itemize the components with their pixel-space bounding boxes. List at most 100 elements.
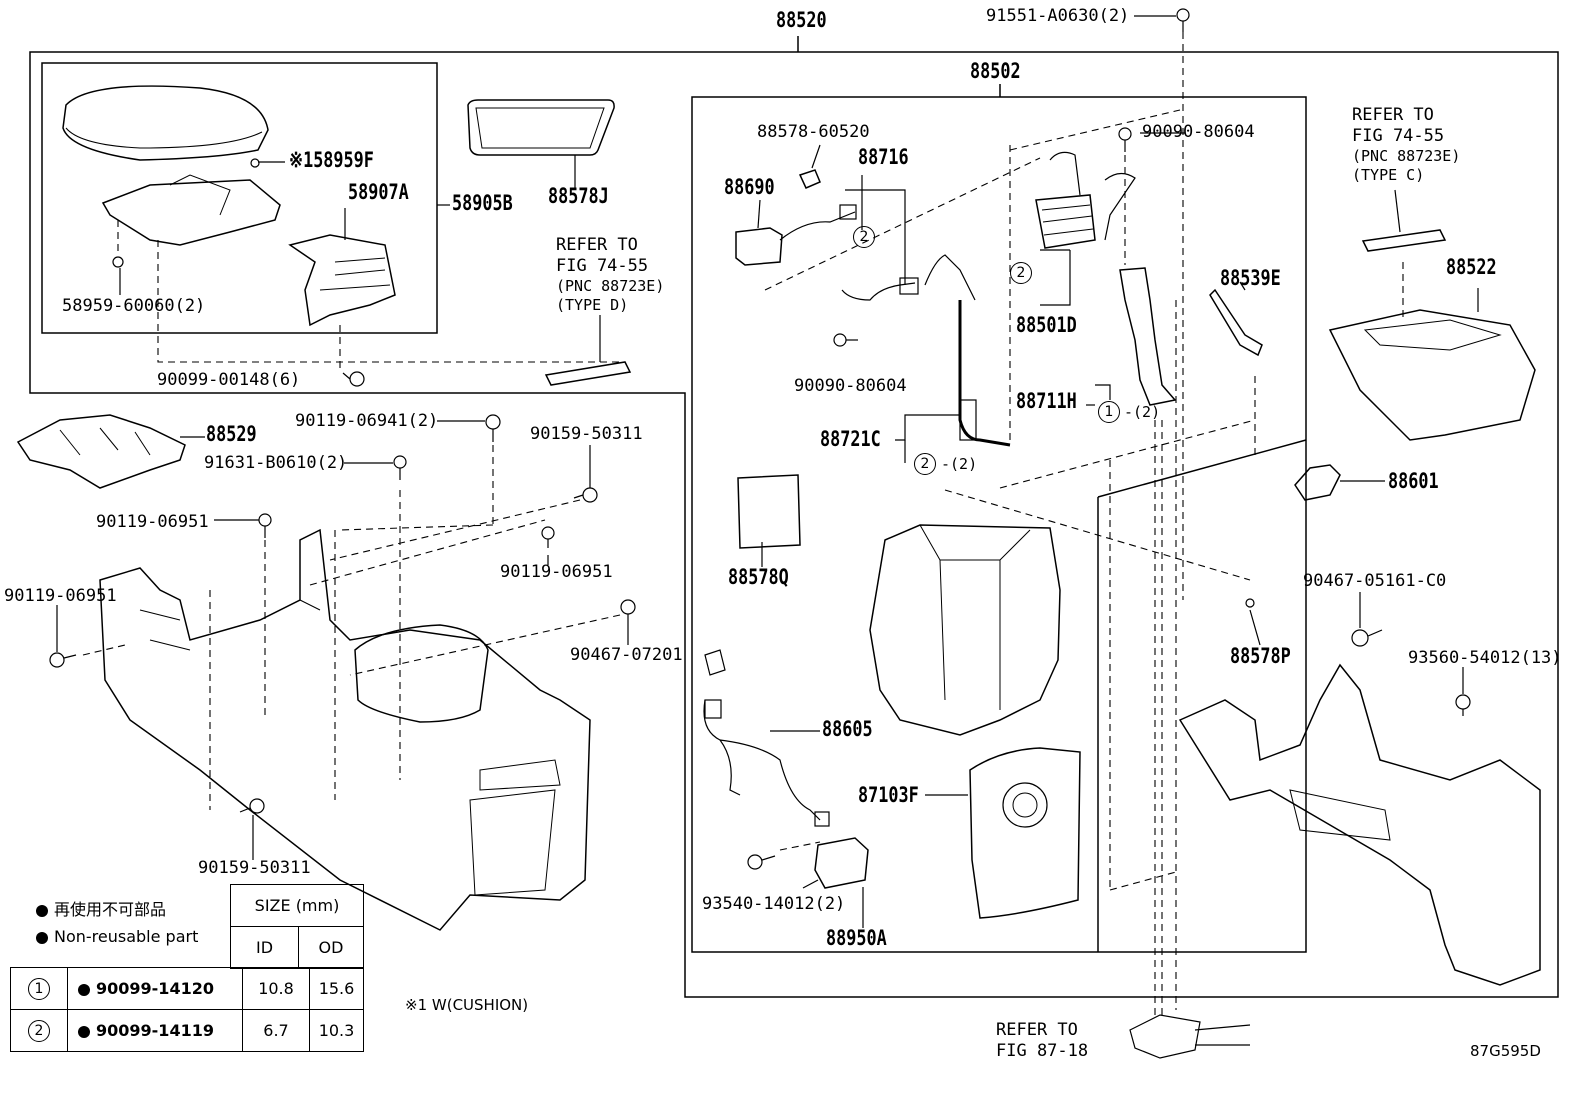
refer-d-line3: (PNC 88723E) xyxy=(556,277,665,295)
label-88501D: 88501D xyxy=(1016,313,1077,337)
legend-en-text: Non-reusable part xyxy=(54,927,199,946)
col-id-header: ID xyxy=(230,926,299,969)
table-row: 1 90099-14120 10.8 15.6 xyxy=(10,967,364,1010)
dashed-lines xyxy=(82,32,1404,1020)
row-od-2: 10.3 xyxy=(309,1009,364,1052)
callout-1-qty: -(2) xyxy=(1124,403,1161,421)
refer-d-line2: FIG 74-55 xyxy=(556,256,649,276)
refer-c-line4: (TYPE C) xyxy=(1352,166,1425,184)
lid-base-plate xyxy=(101,179,281,246)
row-id-1: 10.8 xyxy=(242,967,310,1010)
callout-2-qty: -(2) xyxy=(941,455,978,473)
label-88690: 88690 xyxy=(724,175,775,199)
callout-2-88501D: 2 xyxy=(1010,262,1032,284)
label-88578Q: 88578Q xyxy=(728,565,789,589)
legend-en: Non-reusable part xyxy=(36,927,198,946)
refer-fig-87-18: REFER TO FIG 87-18 xyxy=(996,1020,1088,1062)
size-header: SIZE (mm) xyxy=(230,884,364,927)
module-88950A xyxy=(814,837,869,889)
label-90119-06941: 90119-06941(2) xyxy=(295,411,439,431)
frame-88520 xyxy=(29,51,1559,998)
hose-88711H xyxy=(1119,267,1177,406)
refer-87-line2: FIG 87-18 xyxy=(996,1041,1089,1061)
refer-87-line1: REFER TO xyxy=(996,1020,1078,1040)
refer-d-line1: REFER TO xyxy=(556,235,638,255)
label-88721C: 88721C xyxy=(820,427,881,451)
label-58907A: 58907A xyxy=(348,180,409,204)
usb-module-88501D xyxy=(1035,194,1096,249)
callout-2-88716: 2 xyxy=(853,226,875,248)
label-58959-60060: 58959-60060(2) xyxy=(62,296,206,316)
bullet-icon xyxy=(78,1025,90,1038)
bullet-icon xyxy=(78,983,90,996)
label-90159-50311-top: 90159-50311 xyxy=(530,424,643,444)
pad-type-d xyxy=(544,361,632,386)
label-91551-A0630: 91551-A0630(2) xyxy=(986,6,1130,26)
label-88578-60520: 88578-60520 xyxy=(757,122,870,142)
panel-87103F xyxy=(969,747,1081,919)
refer-c-line1: REFER TO xyxy=(1352,105,1434,125)
cup-holder-88522 xyxy=(1328,309,1536,441)
refer-c-line3: (PNC 88723E) xyxy=(1352,147,1461,165)
label-93560-54012: 93560-54012(13) xyxy=(1408,648,1562,668)
label-88502: 88502 xyxy=(970,59,1021,83)
col-od-header: OD xyxy=(298,926,364,969)
label-88716: 88716 xyxy=(858,145,909,169)
console-box-right xyxy=(1178,663,1541,986)
clip-88601 xyxy=(1294,464,1341,501)
label-90090-80604-top: 90090-80604 xyxy=(1142,122,1255,142)
row-id-2: 6.7 xyxy=(242,1009,310,1052)
plug-88578-60520 xyxy=(798,169,821,189)
label-90119-06951-c: 90119-06951 xyxy=(4,586,117,606)
pad-type-c xyxy=(1361,229,1447,252)
gasket-size-table: 1 90099-14120 10.8 15.6 2 90099-14119 6.… xyxy=(10,967,364,1052)
bullet-icon xyxy=(36,931,48,944)
label-58905B: 58905B xyxy=(452,191,513,215)
label-90119-06951-a: 90119-06951 xyxy=(96,512,209,532)
tray-mat-88529 xyxy=(16,414,186,489)
table-row: 2 90099-14119 6.7 10.3 xyxy=(10,1009,364,1052)
cable-88716 xyxy=(841,282,916,301)
callout-2-88721C: 2 xyxy=(914,453,936,475)
console-box-left xyxy=(99,528,591,931)
label-87103F: 87103F xyxy=(858,783,919,807)
row-part-1: 90099-14120 xyxy=(96,979,214,998)
label-90099-00148: 90099-00148(6) xyxy=(157,370,301,390)
label-88950A: 88950A xyxy=(826,926,887,950)
frame-lower-right xyxy=(1097,439,1307,498)
leader-lines xyxy=(56,15,1479,928)
label-90467-05161-C0: 90467-05161-C0 xyxy=(1303,571,1447,591)
row-mark-1: 1 xyxy=(28,977,50,1000)
row-od-1: 15.6 xyxy=(309,967,364,1010)
usb-cable-88721C xyxy=(958,300,1011,447)
legend-jp: 再使用不可部品 xyxy=(36,900,166,919)
gasket-88578J xyxy=(467,99,615,156)
label-88578J: 88578J xyxy=(548,184,609,208)
refer-type-d: REFER TO FIG 74-55 (PNC 88723E) (TYPE D) xyxy=(556,235,664,315)
socket-88690 xyxy=(735,227,783,266)
label-91631-B0610: 91631-B0610(2) xyxy=(204,453,348,473)
label-90090-80604-mid: 90090-80604 xyxy=(794,376,907,396)
pad-88578Q xyxy=(737,474,801,549)
console-bin-88502 xyxy=(869,524,1061,736)
label-88605: 88605 xyxy=(822,717,873,741)
label-88529: 88529 xyxy=(206,422,257,446)
harness-88605 xyxy=(703,649,821,821)
refer-c-line2: FIG 74-55 xyxy=(1352,126,1445,146)
refer-d-line4: (TYPE D) xyxy=(556,296,629,314)
label-88522: 88522 xyxy=(1446,255,1497,279)
label-88520: 88520 xyxy=(776,8,827,32)
label-88539E: 88539E xyxy=(1220,266,1281,290)
frame-88502 xyxy=(691,96,1307,953)
frame-58905B-group xyxy=(41,62,438,334)
row-mark-2: 2 xyxy=(28,1019,50,1042)
label-88711H: 88711H xyxy=(1016,389,1077,413)
cushion-note: ※1 W(CUSHION) xyxy=(405,996,529,1014)
legend-jp-text: 再使用不可部品 xyxy=(54,900,167,919)
armrest-lid xyxy=(62,85,269,161)
bullet-icon xyxy=(36,904,48,917)
drain-88539E xyxy=(1209,288,1263,357)
callout-1-88711H: 1 xyxy=(1098,401,1120,423)
